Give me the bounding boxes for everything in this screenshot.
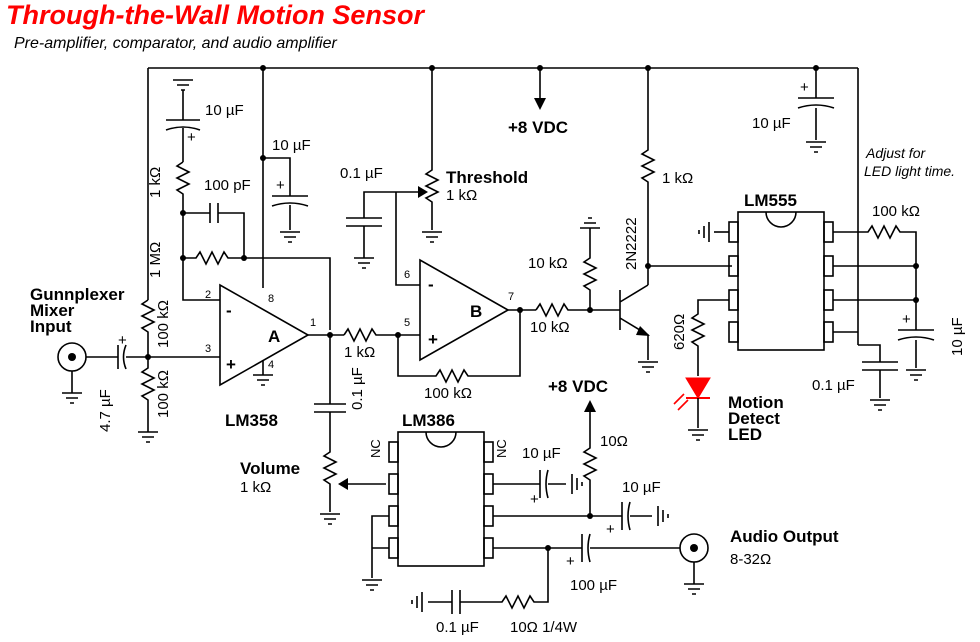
threshold-pot: 0.1 µF Threshold 1 kΩ	[340, 68, 528, 286]
svg-text:Adjust for: Adjust for	[865, 145, 926, 161]
svg-text:+: +	[902, 311, 911, 328]
svg-text:1 kΩ: 1 kΩ	[662, 170, 693, 187]
svg-text:100 kΩ: 100 kΩ	[872, 203, 920, 220]
svg-text:10 kΩ: 10 kΩ	[528, 255, 568, 272]
svg-text:-: -	[226, 301, 232, 320]
chip-lm358: LM358	[225, 411, 278, 430]
opamp-a: A - + 2 3 8 4 1 LM358	[205, 283, 344, 430]
svg-text:+: +	[566, 553, 575, 570]
svg-text:Detect: Detect	[728, 409, 780, 428]
audio-output-connector: Audio Output 8-32Ω	[679, 527, 839, 595]
svg-text:2: 2	[205, 289, 211, 301]
svg-text:NC: NC	[494, 439, 509, 458]
svg-text:100 pF: 100 pF	[204, 177, 251, 194]
svg-text:-: -	[428, 275, 434, 294]
svg-text:Mixer: Mixer	[30, 301, 75, 320]
svg-text:0.1 µF: 0.1 µF	[340, 165, 383, 182]
supply-label-lower: +8 VDC	[548, 377, 608, 396]
svg-text:B: B	[470, 302, 482, 321]
opamp-b: B - + 6 5 7	[404, 258, 536, 362]
svg-text:100 kΩ: 100 kΩ	[155, 300, 172, 348]
svg-text:10 µF: 10 µF	[522, 445, 561, 462]
resistor-a-to-b: 1 kΩ 100 kΩ	[343, 308, 521, 402]
svg-text:LED light time.: LED light time.	[864, 163, 955, 179]
svg-text:NC: NC	[368, 439, 383, 458]
svg-text:A: A	[268, 327, 280, 346]
feedback-network: 10 µF + 1 kΩ 100 pF	[147, 79, 331, 330]
svg-text:LM386: LM386	[402, 411, 455, 430]
page-subtitle: Pre-amplifier, comparator, and audio amp…	[14, 35, 337, 52]
svg-text:+: +	[428, 330, 438, 349]
svg-text:100 kΩ: 100 kΩ	[424, 385, 472, 402]
svg-text:LED: LED	[728, 425, 762, 444]
svg-text:+: +	[606, 521, 615, 538]
svg-text:620Ω: 620Ω	[671, 314, 688, 350]
svg-text:1 MΩ: 1 MΩ	[147, 242, 164, 278]
svg-text:6: 6	[404, 269, 410, 281]
supply-cap: + 10 µF Adjust for LED light time.	[752, 68, 955, 179]
supply-label-top: +8 VDC	[508, 118, 568, 137]
svg-text:+: +	[226, 355, 236, 374]
svg-text:1: 1	[310, 317, 316, 329]
svg-text:10 µF: 10 µF	[205, 102, 244, 119]
svg-text:10Ω 1/4W: 10Ω 1/4W	[510, 619, 578, 636]
svg-text:Audio Output: Audio Output	[730, 527, 839, 546]
svg-text:5: 5	[404, 317, 410, 329]
svg-text:10 kΩ: 10 kΩ	[530, 319, 570, 336]
input-connector: Gunnplexer Mixer Input + 4.7 µF	[30, 285, 220, 432]
page-title: Through-the-Wall Motion Sensor	[6, 0, 424, 30]
svg-text:4: 4	[268, 359, 274, 371]
volume-pot: 0.1 µF Volume 1 kΩ	[240, 335, 386, 525]
svg-text:Threshold: Threshold	[446, 168, 528, 187]
svg-text:10Ω: 10Ω	[600, 433, 628, 450]
svg-text:8: 8	[268, 293, 274, 305]
supply-rail: +8 VDC	[147, 65, 859, 345]
transistor-stage: 10 kΩ 10 kΩ 2N2222 1 kΩ	[528, 68, 732, 373]
svg-text:3: 3	[205, 343, 211, 355]
svg-text:+: +	[187, 129, 196, 146]
svg-text:10 µF: 10 µF	[752, 115, 791, 132]
decoupling-cap: 10 µF +	[260, 68, 311, 288]
svg-text:0.1 µF: 0.1 µF	[349, 367, 366, 410]
svg-text:0.1 µF: 0.1 µF	[812, 377, 855, 394]
svg-text:Volume: Volume	[240, 459, 300, 478]
svg-text:1 kΩ: 1 kΩ	[446, 187, 477, 204]
transistor-label: 2N2222	[623, 217, 640, 270]
svg-text:8-32Ω: 8-32Ω	[730, 551, 771, 568]
svg-text:1 kΩ: 1 kΩ	[344, 344, 375, 361]
svg-text:10 µF: 10 µF	[272, 137, 311, 154]
input-divider: 1 MΩ 100 kΩ 100 kΩ	[137, 242, 172, 443]
svg-text:1 kΩ: 1 kΩ	[240, 479, 271, 496]
svg-text:100 kΩ: 100 kΩ	[155, 370, 172, 418]
svg-text:1 kΩ: 1 kΩ	[147, 167, 164, 198]
svg-text:0.1 µF: 0.1 µF	[436, 619, 479, 636]
svg-text:Input: Input	[30, 317, 72, 336]
svg-text:+: +	[800, 79, 809, 96]
svg-text:+: +	[118, 332, 127, 349]
svg-text:10 µF: 10 µF	[949, 317, 966, 356]
svg-text:10 µF: 10 µF	[622, 479, 661, 496]
svg-text:LM555: LM555	[744, 191, 797, 210]
motion-led: 620Ω Motion Detect LED	[671, 299, 784, 444]
svg-text:+: +	[276, 177, 285, 194]
lm386-amplifier: LM386 NC NC + 10 µF + 10 µF +8 VDC 10Ω +…	[361, 377, 680, 636]
svg-text:+: +	[530, 491, 539, 508]
svg-text:4.7 µF: 4.7 µF	[97, 389, 114, 432]
svg-text:Motion: Motion	[728, 393, 784, 412]
svg-text:7: 7	[508, 291, 514, 303]
svg-text:Gunnplexer: Gunnplexer	[30, 285, 125, 304]
lm555-timer: LM555 100 kΩ + 10 µF 0.1 µF	[698, 191, 966, 411]
svg-text:100 µF: 100 µF	[570, 577, 617, 594]
